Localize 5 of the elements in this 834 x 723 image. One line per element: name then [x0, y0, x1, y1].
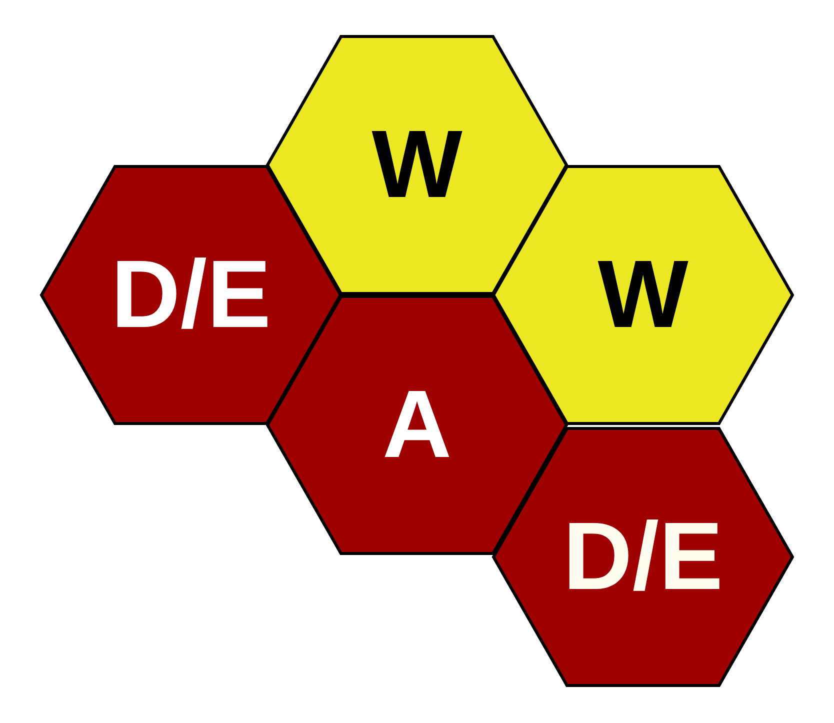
tile-label: W	[372, 117, 462, 213]
tile-label: A	[382, 377, 452, 473]
tile-label: D/E	[562, 509, 724, 605]
tile-label: W	[598, 247, 688, 343]
tile-label: D/E	[110, 247, 272, 343]
